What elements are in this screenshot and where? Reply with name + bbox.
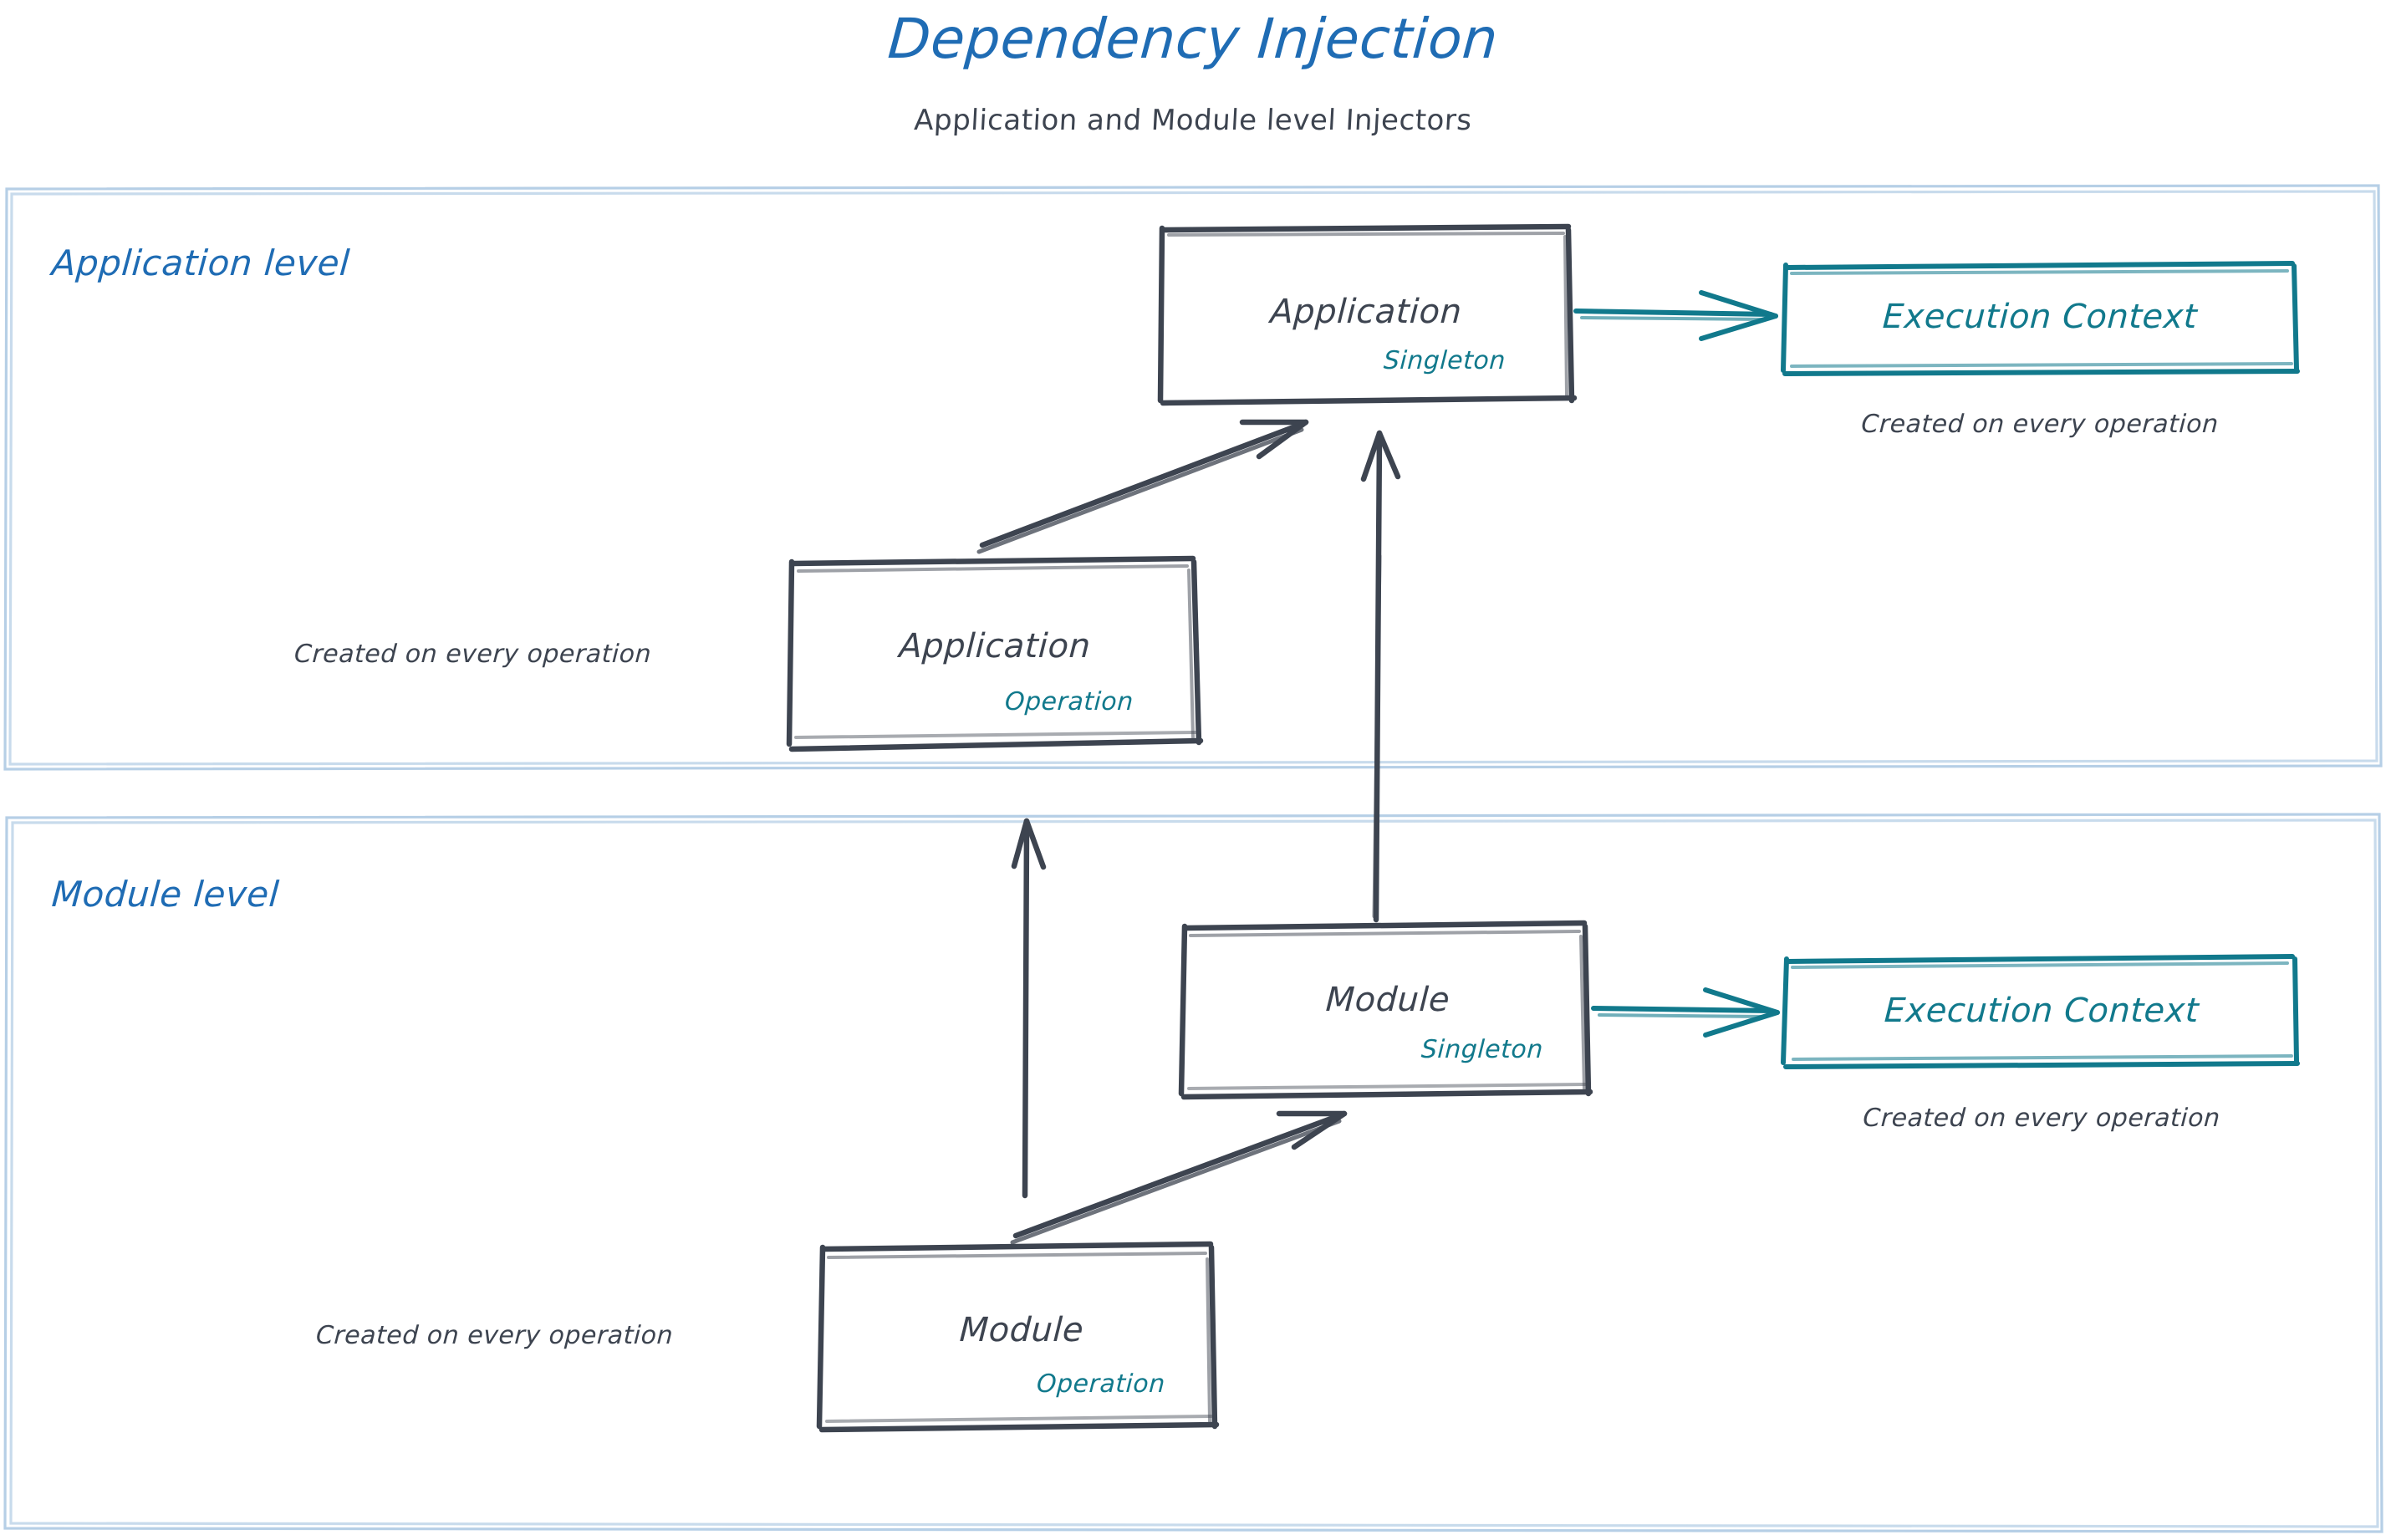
node-scope-application-singleton: Singleton: [1383, 346, 1507, 375]
note-module-operation: Created on every operation: [315, 1321, 675, 1350]
node-box-module-execution-context[interactable]: [1781, 954, 2300, 1069]
arrow-app-operation-to-app-singleton: [976, 419, 1309, 554]
node-title-module-operation: Module: [958, 1311, 1085, 1349]
node-title-application-singleton: Application: [1269, 293, 1463, 331]
arrow-app-singleton-to-exec-ctx: [1573, 290, 1778, 341]
zone-border-module-level: [3, 813, 2383, 1533]
node-scope-application-operation: Operation: [1004, 687, 1134, 716]
node-box-application-operation[interactable]: [786, 555, 1204, 752]
node-box-module-operation[interactable]: [816, 1241, 1220, 1433]
node-title-module-execution-context: Execution Context: [1883, 992, 2200, 1030]
node-title-application-operation: Application: [898, 627, 1092, 665]
zone-border-application-level: [3, 184, 2383, 771]
node-box-module-singleton[interactable]: [1178, 920, 1593, 1100]
node-scope-module-operation: Operation: [1036, 1369, 1166, 1399]
node-scope-module-singleton: Singleton: [1420, 1035, 1544, 1064]
note-app-operation: Created on every operation: [293, 640, 653, 669]
note-app-exec-ctx: Created on every operation: [1860, 410, 2220, 439]
arrow-module-operation-to-module-singleton: [1010, 1110, 1348, 1245]
node-title-module-singleton: Module: [1324, 981, 1451, 1019]
zone-label-application-level: Application level: [50, 242, 352, 283]
page-subtitle: Application and Module level Injectors: [913, 104, 1473, 137]
node-box-application-singleton[interactable]: [1157, 223, 1578, 406]
zone-label-module-level: Module level: [50, 874, 281, 915]
node-box-application-execution-context[interactable]: [1781, 261, 2300, 376]
arrow-module-singleton-to-app-singleton: [1360, 430, 1401, 923]
node-title-application-execution-context: Execution Context: [1881, 298, 2199, 336]
note-module-exec-ctx: Created on every operation: [1862, 1104, 2221, 1133]
arrow-module-operation-to-app-operation: [1011, 818, 1047, 1199]
arrow-module-singleton-to-exec-ctx: [1591, 987, 1780, 1038]
page-title: Dependency Injection: [885, 7, 1501, 71]
